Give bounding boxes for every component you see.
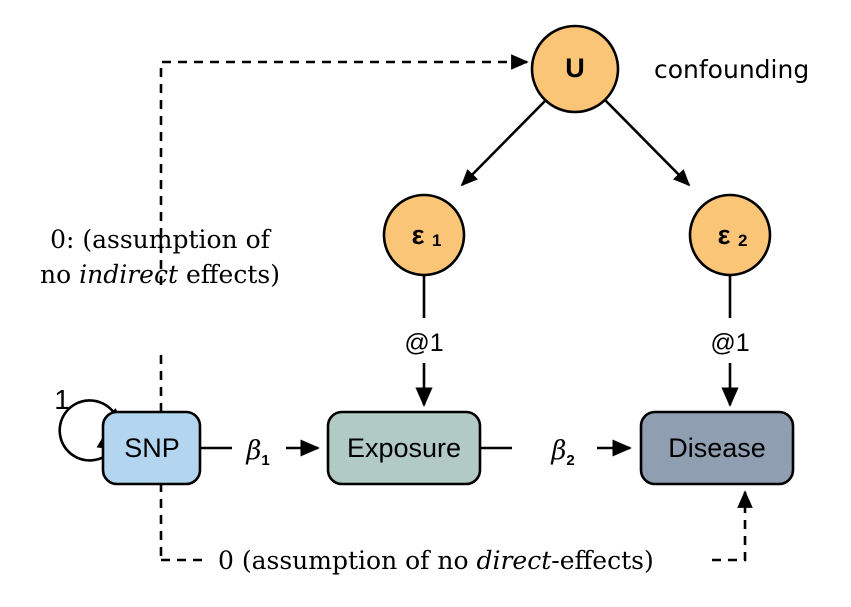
node-epsilon2-subscript: 2 bbox=[738, 231, 747, 250]
indirect-assumption-line2: no indirect effects) bbox=[40, 260, 280, 289]
edge-u-to-epsilon2 bbox=[604, 99, 691, 187]
node-disease-label: Disease bbox=[668, 433, 766, 463]
snp-self-loop-label: 1 bbox=[54, 384, 70, 415]
node-epsilon2-label: ε bbox=[718, 220, 731, 250]
indirect-dashed-line bbox=[159, 60, 523, 285]
beta2-label: β2 bbox=[550, 436, 574, 469]
node-epsilon1-label: ε bbox=[412, 220, 425, 250]
edge-u-to-epsilon1 bbox=[460, 99, 547, 187]
node-u-circle[interactable] bbox=[530, 24, 620, 114]
at-one-label-exposure: @1 bbox=[404, 329, 443, 357]
indirect-assumption-line1: 0: (assumption of bbox=[50, 225, 272, 254]
node-snp-label: SNP bbox=[124, 433, 180, 463]
direct-effect-dashed-path bbox=[161, 490, 753, 562]
node-exposure-label: Exposure bbox=[347, 433, 461, 463]
confounding-annotation: confounding bbox=[654, 55, 809, 84]
node-disease-box[interactable] bbox=[639, 410, 795, 486]
direct-assumption-note: 0 (assumption of no direct-effects) bbox=[218, 546, 654, 575]
direct-dashed-right-segment bbox=[712, 498, 747, 562]
node-epsilon2-circle[interactable] bbox=[688, 193, 772, 277]
node-epsilon1-subscript: 1 bbox=[432, 231, 441, 250]
node-epsilon1-circle[interactable] bbox=[382, 193, 466, 277]
node-u-label: U bbox=[565, 53, 585, 83]
at-one-label-disease: @1 bbox=[710, 329, 749, 357]
beta1-label: β1 bbox=[245, 436, 269, 469]
snp-self-loop-arc bbox=[58, 399, 121, 462]
